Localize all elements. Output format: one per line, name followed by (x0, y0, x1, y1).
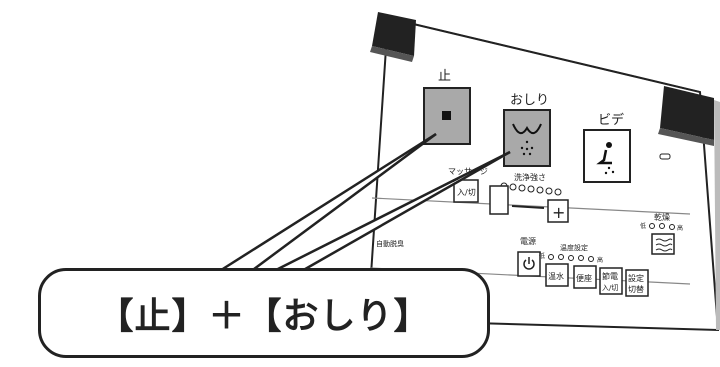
eco-button[interactable] (599, 267, 623, 295)
power-icon (523, 257, 535, 270)
callout-pointer (217, 132, 511, 274)
spray-dots-icon (520, 140, 534, 156)
wash-minus-button[interactable] (489, 185, 509, 215)
corner-cap-right (660, 86, 714, 140)
oshiri-icon (512, 123, 542, 135)
bidet-icon (596, 142, 615, 175)
setting-switch-button[interactable] (625, 269, 649, 297)
power-label: 電源 (520, 237, 536, 246)
seat-temp-button-label: 便座 (576, 273, 592, 283)
eco-button-label-1: 節電 (602, 271, 618, 281)
eco-button-label-2: 入/切 (602, 284, 618, 292)
wash-strength-label: 洗浄強さ (514, 172, 546, 182)
status-indicator (659, 153, 671, 160)
stop-label: 止 (438, 69, 451, 84)
massage-button[interactable] (453, 179, 479, 203)
dry-icon (655, 238, 673, 252)
setting-button-label-1: 設定 (628, 273, 644, 283)
seat-temp-button[interactable] (573, 265, 597, 289)
corner-cap-left (372, 12, 416, 56)
temp-low-label: 低 (539, 252, 545, 260)
wash-plus-sign: + (552, 203, 565, 222)
dry-label: 乾燥 (654, 212, 670, 222)
dry-low-label: 低 (640, 222, 646, 230)
temp-level-dots (548, 254, 594, 262)
oshiri-label: おしり (510, 93, 549, 108)
dry-high-label: 高 (677, 224, 683, 232)
massage-button-label: 入/切 (457, 188, 476, 197)
callout-box (38, 268, 490, 358)
dry-level-dots (649, 223, 675, 230)
bidet-label: ビデ (598, 112, 624, 128)
temp-setting-label: 温度設定 (560, 243, 588, 252)
wash-plus-button[interactable] (547, 199, 569, 223)
bidet-button[interactable] (583, 129, 631, 183)
water-temp-button-label: 温水 (548, 271, 564, 281)
setting-button-label-2: 切替 (628, 284, 644, 294)
massage-label: マッサージ (448, 167, 488, 176)
wash-strength-bar (511, 205, 545, 209)
stop-icon (442, 111, 451, 120)
callout-text: 【止】＋【おしり】 (97, 296, 431, 337)
oshiri-button[interactable] (503, 109, 551, 167)
water-temp-button[interactable] (545, 263, 569, 287)
temp-high-label: 高 (597, 256, 603, 264)
auto-deodor-label: 自動脱臭 (376, 239, 404, 248)
